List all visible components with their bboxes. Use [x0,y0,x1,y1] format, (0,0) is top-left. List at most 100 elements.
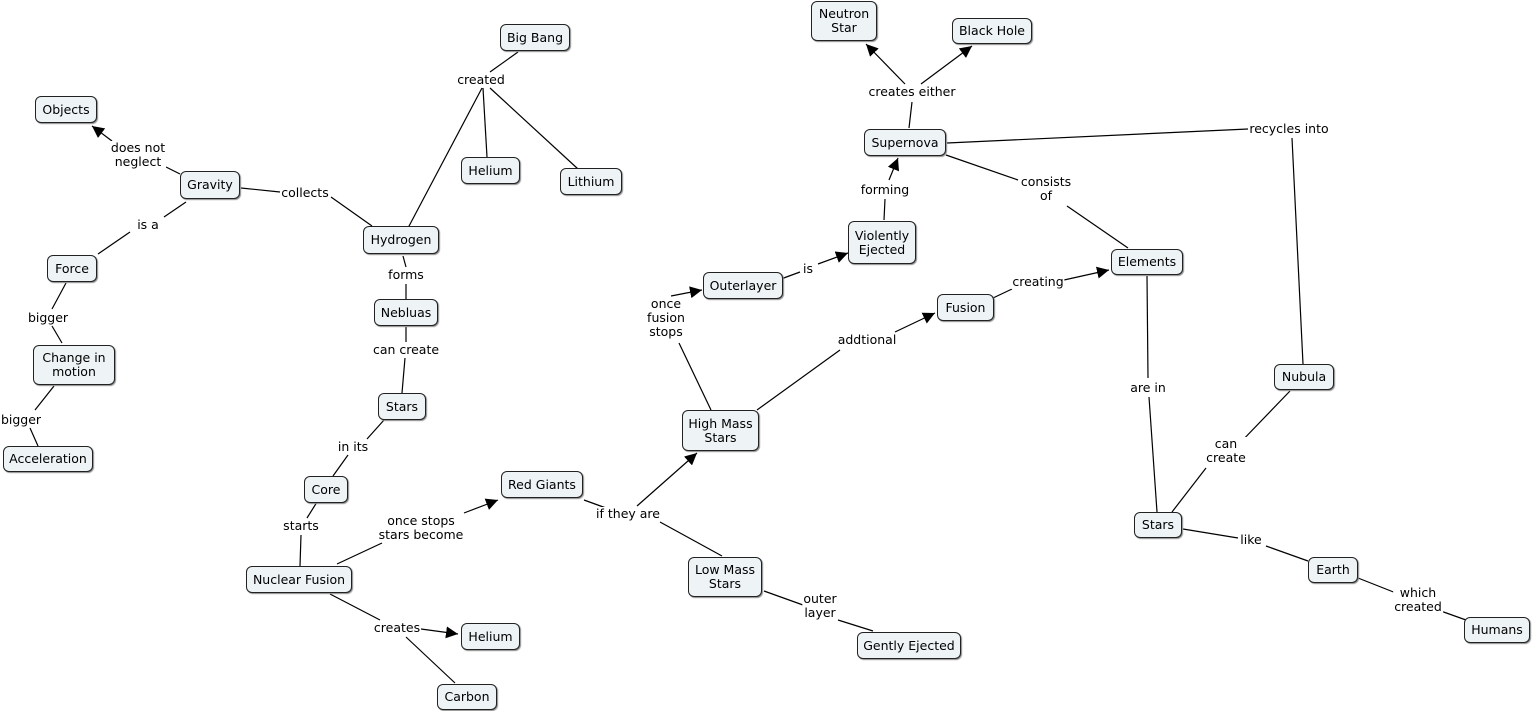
link-text: if they are [596,506,660,521]
link-starts: starts [282,519,320,533]
link-text: starts [283,518,319,533]
link-text: create [1206,450,1246,465]
link-text: creates either [868,84,956,99]
link-text: created [1394,599,1442,614]
node-fusion[interactable]: Fusion [937,294,994,321]
node-label: Elements [1117,254,1177,269]
node-force[interactable]: Force [47,255,97,282]
link-like: like [1239,533,1263,547]
node-red-giants[interactable]: Red Giants [501,471,583,498]
node-label: Helium [468,628,513,644]
link-text: is a [137,217,159,232]
link-text: forms [388,267,424,282]
node-core[interactable]: Core [304,476,348,503]
node-label: Acceleration [9,451,87,466]
link-text: which [1399,585,1437,600]
node-label-line: motion [52,364,96,379]
node-nubula[interactable]: Nubula [1274,364,1334,390]
link-bigger-lower: bigger [0,412,43,427]
link-creates: creates [372,621,422,635]
node-label-line: Low Mass [694,562,756,577]
node-nuclear-fusion[interactable]: Nuclear Fusion [246,566,352,593]
link-text: can create [372,342,440,357]
link-if-they-are: if they are [595,507,661,521]
node-label: Helium [468,162,513,178]
node-label: Force [55,260,89,276]
node-label-line: Ejected [858,241,906,257]
node-elements[interactable]: Elements [1111,249,1183,275]
node-label: Nebluas [380,304,432,320]
node-helium-top[interactable]: Helium [461,157,520,184]
link-text: are in [1130,380,1166,395]
node-helium-bottom[interactable]: Helium [461,623,520,650]
link-text: collects [281,185,329,200]
node-gently-ejected[interactable]: Gently Ejected [857,632,961,659]
node-stars-right[interactable]: Stars [1134,512,1182,538]
link-forming: forming [859,183,911,197]
node-black-hole[interactable]: Black Hole [952,18,1032,44]
link-is: is [802,262,814,276]
node-nebluas[interactable]: Nebluas [374,299,438,326]
link-text: once stops [387,513,455,528]
link-text: bigger [0,412,42,427]
node-acceleration[interactable]: Acceleration [3,446,93,472]
node-label: Red Giants [508,476,576,492]
node-gravity[interactable]: Gravity [180,171,240,199]
node-label: Black Hole [958,23,1025,38]
node-label: Outerlayer [709,277,777,293]
node-humans[interactable]: Humans [1464,617,1530,643]
link-text: layer [804,605,836,620]
node-carbon[interactable]: Carbon [437,684,497,710]
node-big-bang[interactable]: Big Bang [500,24,570,51]
node-earth[interactable]: Earth [1308,557,1358,583]
node-lithium[interactable]: Lithium [560,168,622,195]
node-stars-left[interactable]: Stars [378,393,426,420]
node-supernova[interactable]: Supernova [864,129,946,156]
node-label: Hydrogen [370,232,432,247]
link-text: neglect [114,154,162,169]
node-outerlayer[interactable]: Outerlayer [703,272,783,299]
node-label: Lithium [567,173,615,189]
link-creates-either: creates either [867,84,957,99]
node-objects[interactable]: Objects [35,96,97,123]
link-text: creating [1012,274,1064,289]
link-text: is [803,261,813,276]
node-label: Stars [385,398,419,414]
node-label: Fusion [945,299,986,315]
link-text: can [1214,436,1238,451]
link-text: addtional [837,332,897,347]
link-text: in its [337,439,369,454]
node-hydrogen[interactable]: Hydrogen [363,226,439,254]
node-label: Big Bang [506,29,564,45]
link-text: does not [110,140,166,155]
node-label: Gravity [187,177,233,192]
link-text: of [1039,188,1053,203]
link-creating: creating [1011,274,1065,289]
link-text: recycles into [1249,121,1329,136]
link-collects: collects [280,185,330,200]
link-in-its: in its [336,439,370,454]
node-label-line: Violently [854,227,910,243]
link-forms: forms [387,268,425,282]
node-label-line: Neutron [818,6,870,21]
link-created: created [456,73,506,87]
node-label: Earth [1316,562,1350,577]
node-label: Supernova [871,134,939,150]
link-text: outer [803,591,837,606]
node-label-line: Stars [704,429,737,445]
